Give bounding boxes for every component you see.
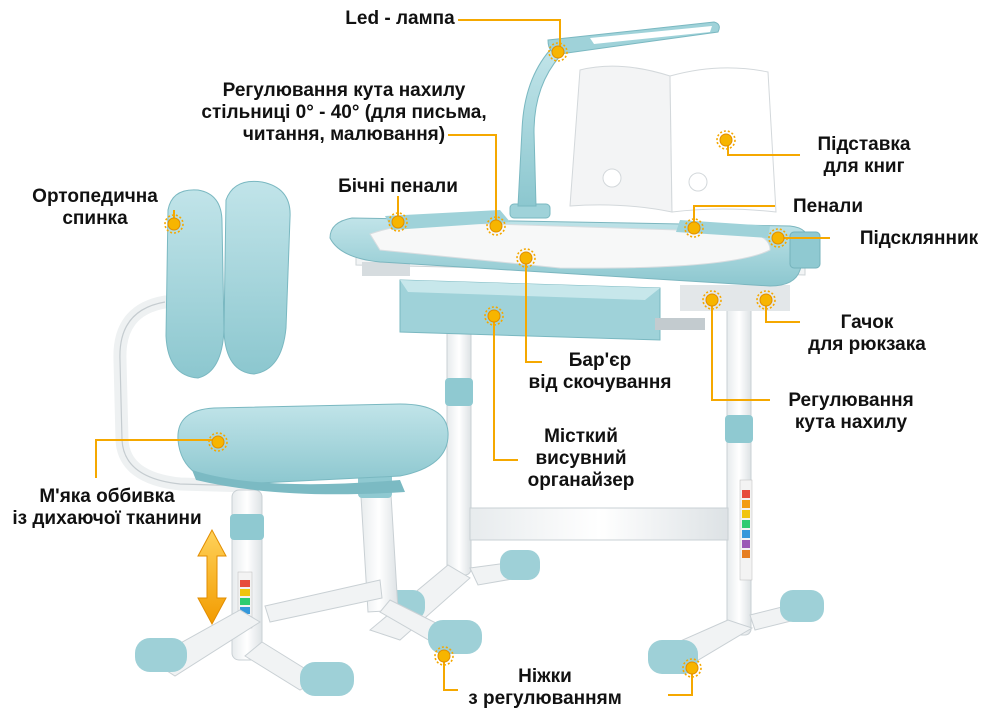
label-adjustable-legs: Ніжки з регулюванням bbox=[468, 666, 622, 709]
double-arrow-vertical-icon bbox=[197, 528, 227, 626]
label-cup-holder: Підсклянник bbox=[859, 228, 979, 249]
label-ortho-back: Ортопедична спинка bbox=[32, 186, 158, 229]
label-organizer: Місткий висувний органайзер bbox=[527, 426, 635, 491]
label-tilt-angle: Регулювання кута нахилу стільниці 0° - 4… bbox=[201, 80, 487, 145]
label-pencil-cases: Пенали bbox=[792, 196, 864, 217]
label-bag-hook: Гачок для рюкзака bbox=[808, 312, 926, 355]
label-upholstery: М'яка оббивка із дихаючої тканини bbox=[12, 486, 202, 529]
label-book-stand: Підставка для книг bbox=[817, 134, 911, 177]
label-side-pencils: Бічні пенали bbox=[338, 176, 458, 197]
label-led-lamp: Led - лампа bbox=[345, 8, 455, 29]
label-tilt-adjust: Регулювання кута нахилу bbox=[788, 390, 914, 433]
chair bbox=[113, 180, 482, 696]
label-roll-barrier: Бар'єр від скочування bbox=[528, 350, 672, 393]
